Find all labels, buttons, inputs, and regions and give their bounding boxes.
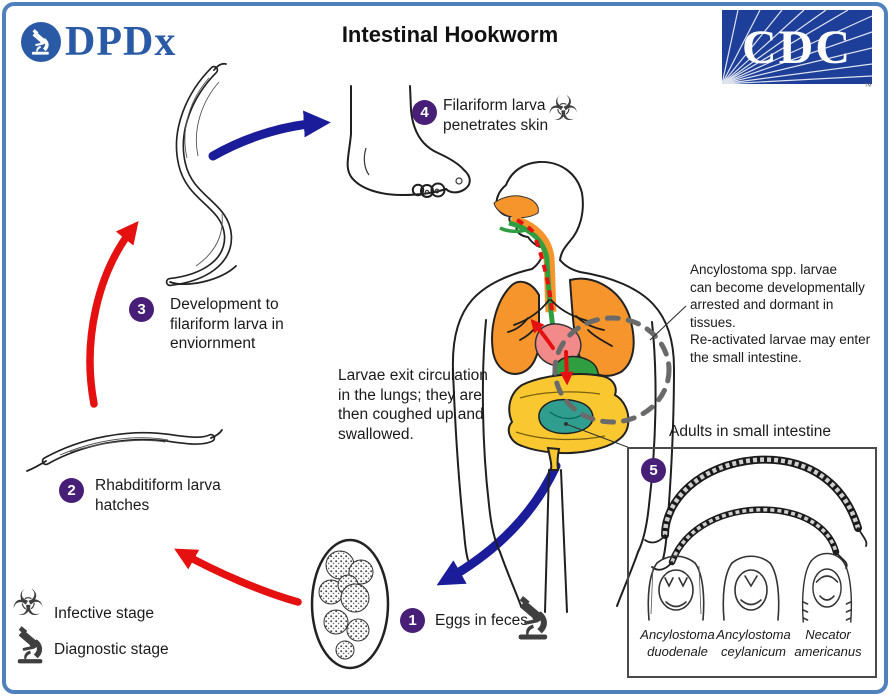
dpdx-microscope-icon xyxy=(21,22,61,62)
adults-box xyxy=(627,447,877,678)
biohazard-icon-stage4: ☣ xyxy=(548,89,579,129)
larval-migration-arrows xyxy=(516,218,574,386)
microscope-icon-stage1 xyxy=(518,596,548,640)
cdc-logo: CDC xyxy=(722,10,872,84)
foot-illustration xyxy=(346,85,471,198)
species-label-americanus: Necator americanus xyxy=(794,627,862,659)
cdc-trademark: ™ xyxy=(864,82,872,91)
intestine-pointer-line xyxy=(564,422,631,449)
stage-2-label: Rhabditiform larva hatches xyxy=(95,477,221,514)
biohazard-icon-legend: ☣ xyxy=(12,583,45,624)
arrow-red-egg-to-larva xyxy=(174,548,302,606)
lungs-note: Larvae exit circulation in the lungs; th… xyxy=(338,367,488,443)
adult-worms-illustration xyxy=(644,455,868,571)
human-torso-illustration xyxy=(451,160,675,613)
stage-1-label: Eggs in feces xyxy=(435,612,529,629)
dpdx-logo: DPDx xyxy=(20,18,176,66)
annotation-pointer-line xyxy=(649,305,687,341)
stage-5-badge: 5 xyxy=(641,458,666,483)
filariform-worm-illustration xyxy=(165,62,237,287)
cdc-sunburst xyxy=(722,10,872,84)
arrow-red-larva-to-filariform xyxy=(86,220,139,408)
page-title: Intestinal Hookworm xyxy=(341,22,559,47)
arrow-blue-worm-to-foot xyxy=(208,110,331,161)
species-label-ceylanicum: Ancylostoma ceylanicum xyxy=(716,627,791,659)
legend-infective-label: Infective stage xyxy=(54,605,154,622)
rhabditiform-worm-illustration xyxy=(26,429,223,472)
dpdx-wordmark: DPDx xyxy=(65,19,177,65)
stage-1-badge: 1 xyxy=(400,608,425,633)
species-label-duodenale: Ancylostoma duodenale xyxy=(640,627,715,659)
stage-3-label: Development to filariform larva in envio… xyxy=(170,296,284,352)
stage-4-label: Filariform larva penetrates skin xyxy=(443,97,549,134)
legend-diagnostic-label: Diagnostic stage xyxy=(54,641,169,658)
microscope-icon-legend xyxy=(17,626,43,664)
arrested-development-note: Ancylostoma spp. larvae can become devel… xyxy=(690,262,871,365)
cdc-wordmark: CDC xyxy=(742,20,852,74)
stage-2-badge: 2 xyxy=(59,478,84,503)
mouthparts-illustration xyxy=(647,552,853,623)
egg-illustration xyxy=(310,538,390,670)
adults-box-title: Adults in small intestine xyxy=(669,423,831,440)
stage-3-badge: 3 xyxy=(129,297,154,322)
stage-4-badge: 4 xyxy=(412,100,437,125)
dashed-arrest-circle xyxy=(552,315,672,425)
